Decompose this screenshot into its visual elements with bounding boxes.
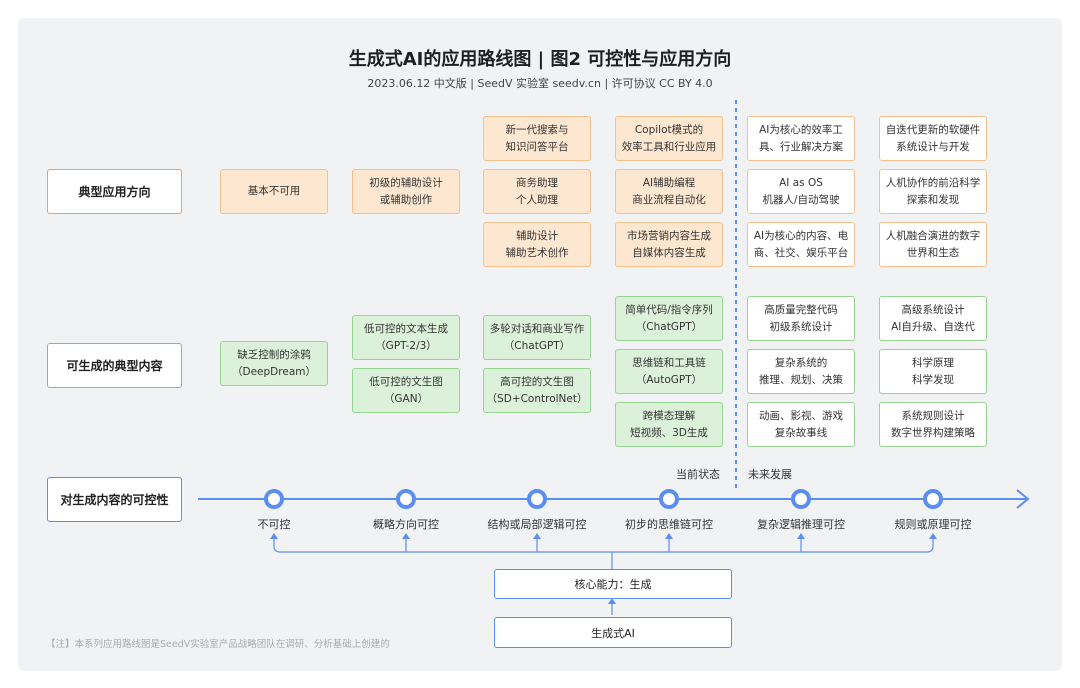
row-label-controllability: 对生成内容的可控性 — [47, 477, 182, 522]
app-box-c4-2: AI辅助编程 商业流程自动化 — [615, 169, 723, 214]
app-box-c2: 初级的辅助设计 或辅助创作 — [352, 169, 460, 214]
content-box-c5-2: 复杂系统的 推理、规划、决策 — [747, 349, 855, 394]
app-box-c6-2: 人机协作的前沿科学 探索和发现 — [879, 169, 987, 214]
app-box-c1: 基本不可用 — [220, 169, 328, 214]
stage-label-2: 概略方向可控 — [373, 518, 439, 531]
stage-label-4: 初步的思维链可控 — [625, 518, 713, 531]
future-label: 未来发展 — [748, 468, 792, 481]
app-box-c3-3: 辅助设计 辅助艺术创作 — [483, 222, 591, 267]
current-state-label: 当前状态 — [676, 468, 720, 481]
content-box-c6-1: 高级系统设计 AI自升级、自迭代 — [879, 296, 987, 341]
content-box-c6-3: 系统规则设计 数字世界构建策略 — [879, 402, 987, 447]
stage-label-5: 复杂逻辑推理可控 — [757, 518, 845, 531]
app-box-c4-3: 市场营销内容生成 自媒体内容生成 — [615, 222, 723, 267]
app-box-c6-3: 人机融合演进的数字 世界和生态 — [879, 222, 987, 267]
app-box-c4-1: Copilot模式的 效率工具和行业应用 — [615, 116, 723, 161]
content-box-c5-3: 动画、影视、游戏 复杂故事线 — [747, 402, 855, 447]
timeline-arrow-icon — [1016, 489, 1030, 509]
timeline-nodes — [264, 489, 943, 509]
content-box-c2-1: 低可控的文本生成 （GPT-2/3） — [352, 315, 460, 360]
timeline-node-1 — [264, 489, 284, 509]
content-box-c1: 缺乏控制的涂鸦 （DeepDream） — [220, 341, 328, 386]
stage-label-6: 规则或原理可控 — [894, 518, 972, 531]
stage-label-3: 结构或局部逻辑可控 — [487, 518, 587, 531]
app-box-c6-1: 自迭代更新的软硬件 系统设计与开发 — [879, 116, 987, 161]
content-box-c4-3: 跨模态理解 短视频、3D生成 — [615, 402, 723, 447]
timeline-node-3 — [527, 489, 547, 509]
app-box-c3-1: 新一代搜索与 知识问答平台 — [483, 116, 591, 161]
content-box-c4-1: 简单代码/指令序列 （ChatGPT） — [615, 296, 723, 341]
app-box-c3-2: 商务助理 个人助理 — [483, 169, 591, 214]
timeline-node-6 — [923, 489, 943, 509]
core-capability-box: 核心能力：生成 — [494, 569, 732, 599]
content-box-c3-2: 高可控的文生图 （SD+ControlNet） — [483, 368, 591, 413]
timeline-node-5 — [791, 489, 811, 509]
content-box-c2-2: 低可控的文生图 （GAN） — [352, 368, 460, 413]
connector-arrowheads — [270, 533, 937, 604]
timeline-node-4 — [659, 489, 679, 509]
app-box-c5-3: AI为核心的内容、电 商、社交、娱乐平台 — [747, 222, 855, 267]
page-subtitle: 2023.06.12 中文版 | SeedV 实验室 seedv.cn | 许可… — [367, 77, 713, 90]
generative-ai-box: 生成式AI — [494, 617, 732, 648]
content-box-c4-2: 思维链和工具链 （AutoGPT） — [615, 349, 723, 394]
content-box-c5-1: 高质量完整代码 初级系统设计 — [747, 296, 855, 341]
row-label-applications: 典型应用方向 — [47, 169, 182, 214]
footnote: 【注】本系列应用路线图是SeedV实验室产品战略团队在调研、分析基础上创建的 — [46, 639, 390, 650]
stage-label-1: 不可控 — [257, 518, 291, 531]
page-title: 生成式AI的应用路线图 | 图2 可控性与应用方向 — [348, 49, 732, 70]
app-box-c5-2: AI as OS 机器人/自动驾驶 — [747, 169, 855, 214]
content-box-c6-2: 科学原理 科学发现 — [879, 349, 987, 394]
app-box-c5-1: AI为核心的效率工 具、行业解决方案 — [747, 116, 855, 161]
content-box-c3-1: 多轮对话和商业写作 （ChatGPT） — [483, 315, 591, 360]
timeline-node-2 — [396, 489, 416, 509]
row-label-content: 可生成的典型内容 — [47, 343, 182, 388]
